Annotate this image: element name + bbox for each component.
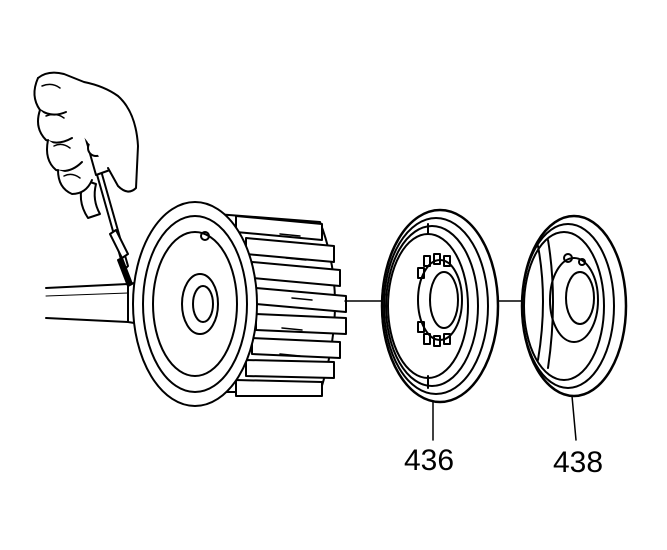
housing-438 (520, 214, 628, 441)
clutch-housing (132, 201, 347, 407)
callout-438: 438 (553, 446, 604, 479)
hand-icon (33, 71, 139, 195)
callout-436: 436 (404, 444, 455, 477)
piston-436 (380, 208, 500, 441)
